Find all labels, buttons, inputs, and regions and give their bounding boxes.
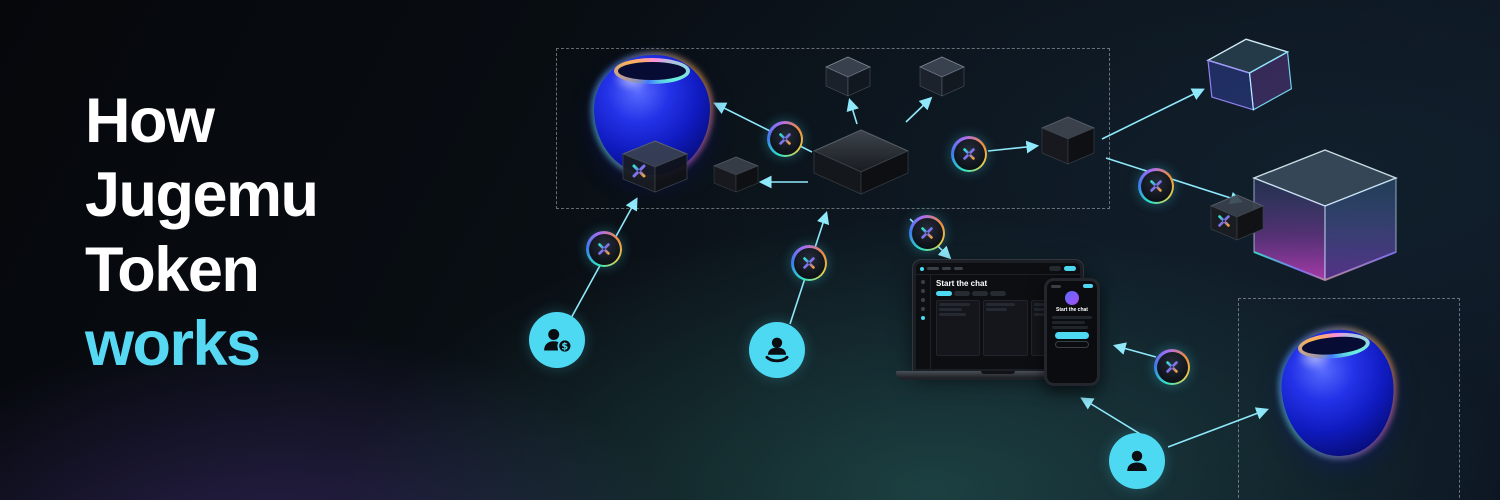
token-x-icon bbox=[793, 247, 825, 279]
sidebar-active-icon bbox=[921, 316, 925, 320]
sidebar-item-icon bbox=[921, 298, 925, 302]
cube-icon bbox=[1040, 116, 1096, 165]
user-dollar-icon: $ bbox=[544, 329, 573, 354]
cube-icon bbox=[621, 140, 689, 193]
token-x-icon bbox=[911, 217, 943, 249]
token-x-icon bbox=[1216, 213, 1232, 234]
laptop-app-topbar bbox=[916, 263, 1080, 275]
token-badge bbox=[1138, 168, 1174, 204]
floating-glass-cube-left bbox=[824, 56, 872, 103]
token-x-icon bbox=[769, 123, 801, 155]
glass-box-icon bbox=[1252, 149, 1398, 282]
central-hub-slab bbox=[810, 126, 912, 207]
token-badge bbox=[1154, 349, 1190, 385]
row-placeholder bbox=[1052, 321, 1085, 324]
title-line-1: How bbox=[85, 86, 215, 156]
content-column bbox=[936, 300, 981, 356]
filter-chip-active bbox=[936, 291, 952, 296]
token-badge bbox=[791, 245, 827, 281]
relay-dark-cube bbox=[1040, 116, 1096, 171]
token-cube bbox=[1208, 194, 1266, 247]
phone-cta-chip bbox=[1083, 284, 1093, 288]
phone-primary-button bbox=[1055, 332, 1089, 339]
token-badge bbox=[586, 231, 622, 267]
token-x-icon bbox=[630, 162, 648, 185]
sidebar-item-icon bbox=[921, 307, 925, 311]
row-placeholder bbox=[1052, 326, 1088, 329]
phone-topbar bbox=[1047, 281, 1097, 288]
small-dark-cube bbox=[712, 156, 760, 199]
svg-text:$: $ bbox=[561, 341, 568, 352]
topbar-cta-button bbox=[1064, 266, 1076, 271]
laptop-app-body: Start the chat bbox=[916, 275, 1080, 369]
flow-arrow bbox=[1112, 342, 1157, 358]
cube-icon bbox=[825, 56, 871, 97]
glass-cube-icon bbox=[1206, 38, 1293, 111]
token-output-region-outline bbox=[1238, 298, 1460, 500]
row-placeholder bbox=[1033, 308, 1053, 311]
sidebar-item-icon bbox=[921, 289, 925, 293]
token-x-icon bbox=[1140, 170, 1172, 202]
user-icon bbox=[1127, 450, 1147, 471]
token-x-icon bbox=[1156, 351, 1188, 383]
row-placeholder bbox=[1052, 316, 1092, 319]
row-placeholder bbox=[939, 303, 970, 306]
row-placeholder bbox=[939, 308, 962, 311]
title-line-2: Jugemu bbox=[85, 160, 319, 231]
row-placeholder bbox=[939, 313, 966, 316]
nav-item bbox=[942, 267, 951, 270]
topbar-button bbox=[1049, 266, 1061, 271]
floating-glass-cube-right bbox=[918, 56, 966, 103]
user-offer-icon bbox=[765, 337, 789, 363]
glass-box-magenta bbox=[1250, 146, 1400, 291]
page-title: How Jugemu Token works bbox=[85, 84, 319, 381]
app-logo-icon bbox=[920, 266, 924, 271]
nav-item bbox=[954, 267, 963, 270]
nav-item bbox=[927, 267, 939, 270]
filter-chip bbox=[954, 291, 970, 296]
cube-icon bbox=[712, 156, 760, 193]
cube-icon bbox=[919, 56, 965, 97]
user-offer-avatar bbox=[749, 322, 805, 378]
filter-chip bbox=[990, 291, 1006, 296]
slab-icon bbox=[812, 129, 910, 195]
phone-nav-placeholder bbox=[1051, 284, 1061, 288]
token-x-icon bbox=[953, 138, 985, 170]
token-x-icon bbox=[588, 233, 620, 265]
token-badge bbox=[909, 215, 945, 251]
title-line-3: Token bbox=[85, 234, 260, 305]
app-main-panel: Start the chat bbox=[931, 275, 1080, 369]
user-avatar bbox=[1109, 433, 1165, 489]
row-placeholder bbox=[986, 303, 1016, 306]
flow-arrow bbox=[1101, 88, 1205, 140]
glass-bowl-blue-output bbox=[1276, 325, 1400, 461]
glass-bowl-blue bbox=[594, 55, 710, 175]
filter-chips bbox=[936, 291, 1075, 296]
title-line-4-accent: works bbox=[85, 308, 261, 379]
app-sidebar bbox=[916, 275, 931, 369]
phone-mockup: Start the chat bbox=[1044, 278, 1100, 386]
content-columns bbox=[936, 300, 1075, 356]
token-badge bbox=[767, 121, 803, 157]
token-badge bbox=[951, 136, 987, 172]
filter-chip bbox=[972, 291, 988, 296]
token-cube bbox=[620, 140, 690, 199]
laptop-base bbox=[896, 371, 1100, 380]
cube-icon bbox=[1209, 194, 1265, 241]
user-dollar-avatar: $ bbox=[529, 312, 585, 368]
phone-screen-title: Start the chat bbox=[1056, 307, 1088, 313]
sidebar-item-icon bbox=[921, 280, 925, 284]
row-placeholder bbox=[986, 308, 1008, 311]
phone-secondary-button bbox=[1055, 341, 1089, 348]
laptop-screen-title: Start the chat bbox=[936, 279, 988, 288]
phone-rows bbox=[1047, 313, 1097, 329]
content-column bbox=[983, 300, 1028, 356]
agent-avatar bbox=[1065, 291, 1079, 305]
iridescent-glass-cube bbox=[1200, 31, 1300, 123]
glass-bowl-opening bbox=[614, 58, 690, 84]
